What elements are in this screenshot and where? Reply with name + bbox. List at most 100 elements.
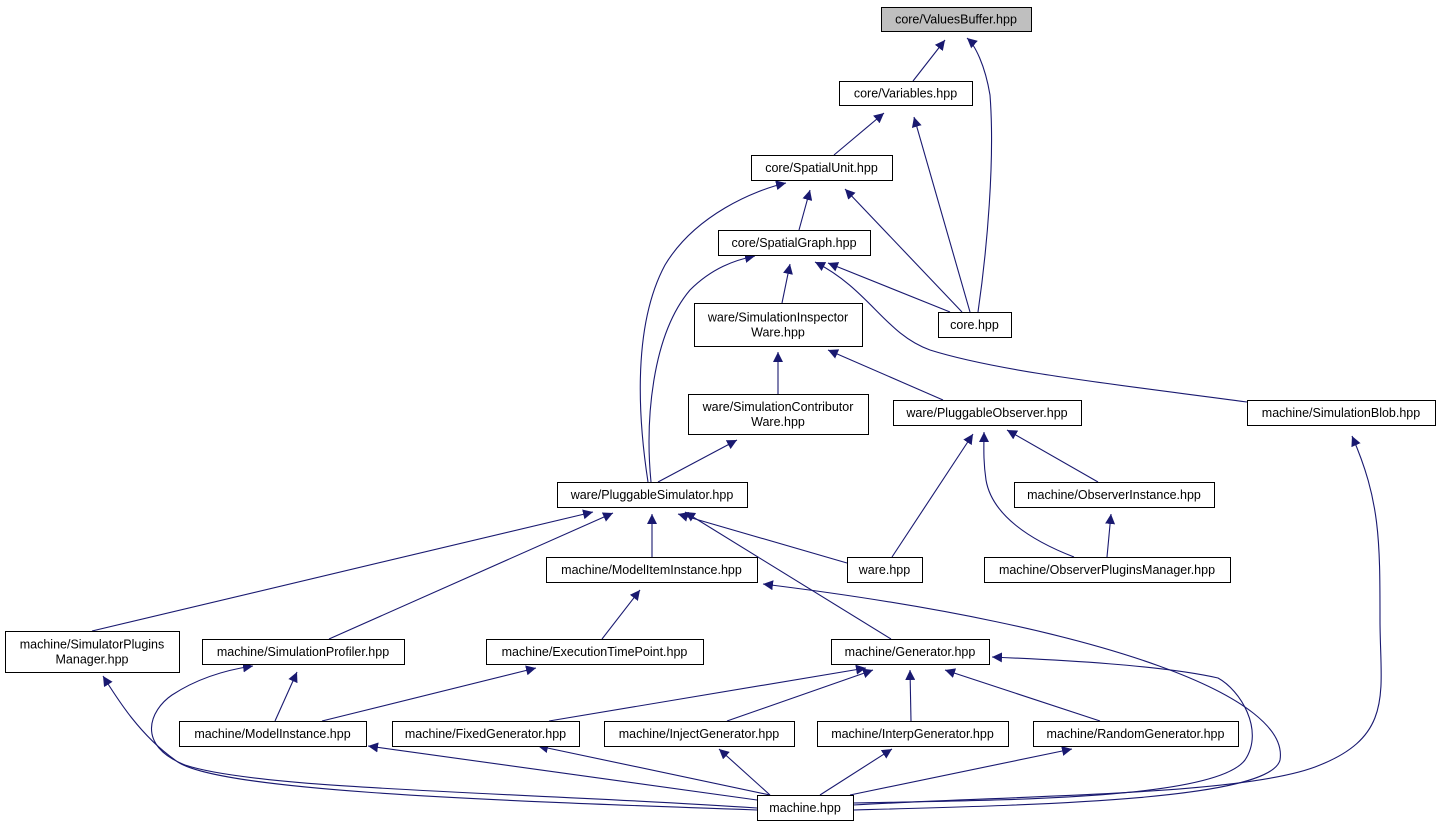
node-label: Manager.hpp xyxy=(56,653,129,667)
node-label: machine/FixedGenerator.hpp xyxy=(405,727,566,741)
edge-machine-to-simblob xyxy=(852,435,1382,806)
node-label: ware/SimulationContributor xyxy=(702,400,854,414)
node-label: core/SpatialGraph.hpp xyxy=(731,236,856,250)
node-label: machine/InjectGenerator.hpp xyxy=(619,727,780,741)
node-label: ware/PluggableObserver.hpp xyxy=(905,406,1067,420)
edge-machine-to-interpgen xyxy=(819,748,893,796)
node-box xyxy=(831,639,990,665)
node-randomgen[interactable]: machine/RandomGenerator.hpp xyxy=(1033,721,1239,747)
edge-core-to-variables xyxy=(911,116,971,313)
node-box xyxy=(557,482,748,508)
edge-generator-to-plugsim xyxy=(684,511,892,640)
node-label: machine.hpp xyxy=(769,801,841,815)
node-modelinstance[interactable]: machine/ModelInstance.hpp xyxy=(179,721,367,747)
node-label: machine/Generator.hpp xyxy=(845,645,976,659)
edge-modelinstance-to-exectime xyxy=(321,665,537,722)
node-simblob[interactable]: machine/SimulationBlob.hpp xyxy=(1247,400,1436,426)
node-plugsim[interactable]: ware/PluggableSimulator.hpp xyxy=(557,482,748,508)
edge-plugsim-to-spatialunit xyxy=(639,180,787,483)
node-exectime[interactable]: machine/ExecutionTimePoint.hpp xyxy=(486,639,704,665)
edges-layer xyxy=(91,37,1382,811)
nodes-layer: core/ValuesBuffer.hpp core/Variables.hpp c… xyxy=(5,7,1436,821)
node-box xyxy=(984,557,1231,583)
edge-machine-to-modelinstance xyxy=(367,742,758,801)
node-box xyxy=(5,631,180,673)
node-box xyxy=(604,721,795,747)
edge-modelinstance-to-simprofiler xyxy=(274,671,298,722)
node-label: machine/SimulatorPlugins xyxy=(20,638,165,652)
node-box xyxy=(546,557,758,583)
node-box xyxy=(839,81,973,106)
edge-siminspector-to-spatialgraph xyxy=(781,263,793,304)
node-injectgen[interactable]: machine/InjectGenerator.hpp xyxy=(604,721,795,747)
node-box xyxy=(751,155,893,181)
edge-simprofiler-to-plugsim xyxy=(328,512,614,640)
edge-exectime-to-modelitem xyxy=(601,589,641,640)
edge-spatialgraph-to-spatialunit xyxy=(798,189,813,231)
edge-plugsim-to-simcontributor xyxy=(657,439,738,483)
edge-obspluginsmgr-to-obsinstance xyxy=(1105,513,1116,558)
node-box xyxy=(202,639,405,665)
edge-ware-to-plugobserver xyxy=(891,433,974,558)
node-label: ware.hpp xyxy=(858,563,910,577)
edge-randomgen-to-generator xyxy=(944,668,1101,722)
node-box xyxy=(1014,482,1215,508)
node-label: machine/ModelItemInstance.hpp xyxy=(561,563,742,577)
node-generator[interactable]: machine/Generator.hpp xyxy=(831,639,990,665)
node-box xyxy=(881,7,1032,32)
node-box xyxy=(718,230,871,256)
node-box xyxy=(847,557,923,583)
node-label: machine/InterpGenerator.hpp xyxy=(831,727,994,741)
node-label: machine/SimulationProfiler.hpp xyxy=(217,645,389,659)
node-label: core/Variables.hpp xyxy=(854,87,957,101)
node-interpgen[interactable]: machine/InterpGenerator.hpp xyxy=(817,721,1009,747)
edge-machine-to-modelitem xyxy=(762,580,1281,811)
node-box xyxy=(1247,400,1436,426)
node-box xyxy=(1033,721,1239,747)
edge-plugobserver-to-siminspector xyxy=(827,349,944,401)
edge-machine-to-injectgen xyxy=(718,748,771,796)
node-fixedgen[interactable]: machine/FixedGenerator.hpp xyxy=(392,721,580,747)
node-box xyxy=(486,639,704,665)
edge-ware-to-plugsim xyxy=(677,511,848,564)
node-machine[interactable]: machine.hpp xyxy=(757,795,854,821)
node-box xyxy=(938,312,1012,338)
node-label: core.hpp xyxy=(950,318,999,332)
edge-core-to-valuesbuffer xyxy=(966,37,993,313)
node-modelitem[interactable]: machine/ModelItemInstance.hpp xyxy=(546,557,758,583)
edge-simpluginsmgr-to-plugsim xyxy=(91,509,594,632)
node-plugobserver[interactable]: ware/PluggableObserver.hpp xyxy=(893,400,1082,426)
node-variables[interactable]: core/Variables.hpp xyxy=(839,81,973,106)
edge-injectgen-to-generator xyxy=(726,668,874,722)
edge-fixedgen-to-generator xyxy=(548,664,867,722)
node-valuesbuffer[interactable]: core/ValuesBuffer.hpp xyxy=(881,7,1032,32)
node-label: Ware.hpp xyxy=(751,415,805,429)
node-label: ware/PluggableSimulator.hpp xyxy=(570,488,734,502)
edge-machine-to-randomgen xyxy=(849,746,1073,796)
edge-variables-to-valuesbuffer xyxy=(912,39,946,82)
node-spatialunit[interactable]: core/SpatialUnit.hpp xyxy=(751,155,893,181)
edge-machine-to-generator xyxy=(852,652,1253,804)
edge-machine-to-fixedgen xyxy=(537,743,771,796)
edge-machine-to-simprofiler xyxy=(151,662,758,809)
node-obspluginsmgr[interactable]: machine/ObserverPluginsManager.hpp xyxy=(984,557,1231,583)
node-label: core/SpatialUnit.hpp xyxy=(765,161,878,175)
node-ware[interactable]: ware.hpp xyxy=(847,557,923,583)
edge-core-to-spatialunit xyxy=(844,188,963,313)
node-label: Ware.hpp xyxy=(751,326,805,340)
node-box xyxy=(817,721,1009,747)
node-core[interactable]: core.hpp xyxy=(938,312,1012,338)
node-label: machine/ExecutionTimePoint.hpp xyxy=(502,645,688,659)
edge-obspluginsmgr-to-plugobserver xyxy=(978,431,1075,558)
node-simprofiler[interactable]: machine/SimulationProfiler.hpp xyxy=(202,639,405,665)
node-box xyxy=(893,400,1082,426)
node-obsinstance[interactable]: machine/ObserverInstance.hpp xyxy=(1014,482,1215,508)
edge-obsinstance-to-plugobserver xyxy=(1006,429,1099,483)
node-spatialgraph[interactable]: core/SpatialGraph.hpp xyxy=(718,230,871,256)
edge-interpgen-to-generator xyxy=(905,669,916,722)
node-label: machine/ModelInstance.hpp xyxy=(194,727,350,741)
